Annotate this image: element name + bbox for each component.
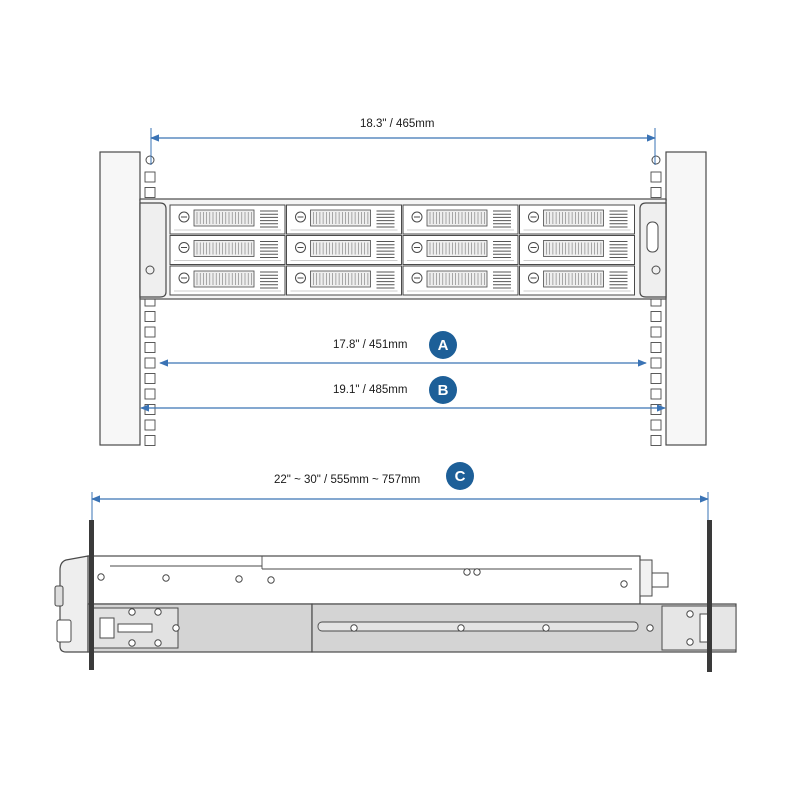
chassis-side [87,555,641,605]
post-hole [650,187,662,198]
rail-screw [128,639,136,647]
drive-label-area [193,240,255,257]
drive-label-area [543,270,604,288]
rear-rack-post-side [707,520,712,672]
drive-bays [169,204,635,296]
drive-label-area [426,209,488,227]
right-rack-post [665,151,707,446]
chassis-screw [620,580,628,588]
left-rack-post [99,151,141,446]
post-hole [144,342,156,353]
dimension-c-label: 22" ~ 30" / 555mm ~ 757mm [274,474,421,486]
drive-label-area [310,209,371,227]
rail-slot [317,621,639,632]
rail-screws [99,608,711,647]
chassis-screw [473,568,481,576]
chassis-screw [267,576,275,584]
rail-screw [172,624,180,632]
rear-latch [651,572,669,588]
chassis-screw [97,573,105,581]
front-rack-post-side [89,520,94,670]
post-hole [144,404,156,415]
rail-screw [646,624,654,632]
post-hole [650,373,662,384]
post-top-screw [651,155,661,165]
drive-label-area [543,240,604,257]
post-hole [650,311,662,322]
post-hole [144,311,156,322]
post-hole [144,373,156,384]
post-hole [650,171,662,183]
front-view [99,128,707,446]
power-button-panel [646,221,659,253]
post-hole [144,357,156,369]
post-hole [144,435,156,446]
rail-screw [686,638,694,646]
rail-screw [686,610,694,618]
rail-rear-bracket [661,605,737,651]
chassis-screw [162,574,170,582]
drive-label-area [543,209,604,227]
dimension-b-label: 19.1" / 485mm [333,384,408,396]
width-dimension-label: 18.3" / 465mm [360,118,435,130]
dimension-c-badge: C [446,462,474,490]
left-ear-screw [145,265,155,275]
rail-screw [350,624,358,632]
dimension-a-badge: A [429,331,457,359]
post-hole [650,357,662,369]
post-hole [144,187,156,198]
right-ear-screw [651,265,661,275]
drive-label-area [310,270,371,288]
drive-label-area [193,209,255,227]
rail-screw [457,624,465,632]
chassis-screws [97,568,628,588]
post-hole [650,419,662,431]
left-mounting-ear [139,202,167,298]
rail-screw [154,639,162,647]
drive-label-area [310,240,371,257]
post-top-screw [145,155,155,165]
post-hole [650,388,662,400]
post-hole [650,435,662,446]
rear-connector [639,559,653,597]
post-hole [650,404,662,415]
side-view [54,492,737,672]
drive-label-area [193,270,255,288]
dimension-b-badge: B [429,376,457,404]
post-hole [144,419,156,431]
chassis-screw [463,568,471,576]
post-hole [144,388,156,400]
post-hole [144,326,156,338]
post-hole [650,342,662,353]
post-hole [650,326,662,338]
chassis-screw [235,575,243,583]
rail-front-clip [99,617,115,639]
rail-screw [542,624,550,632]
rail-front-latch-bar [117,623,153,633]
dimension-a-label: 17.8" / 451mm [333,339,408,351]
front-latch [56,619,72,643]
post-hole [144,171,156,183]
drive-label-area [426,240,488,257]
drive-label-area [426,270,488,288]
rail-screw [154,608,162,616]
front-handle [54,585,64,607]
rail-screw [128,608,136,616]
